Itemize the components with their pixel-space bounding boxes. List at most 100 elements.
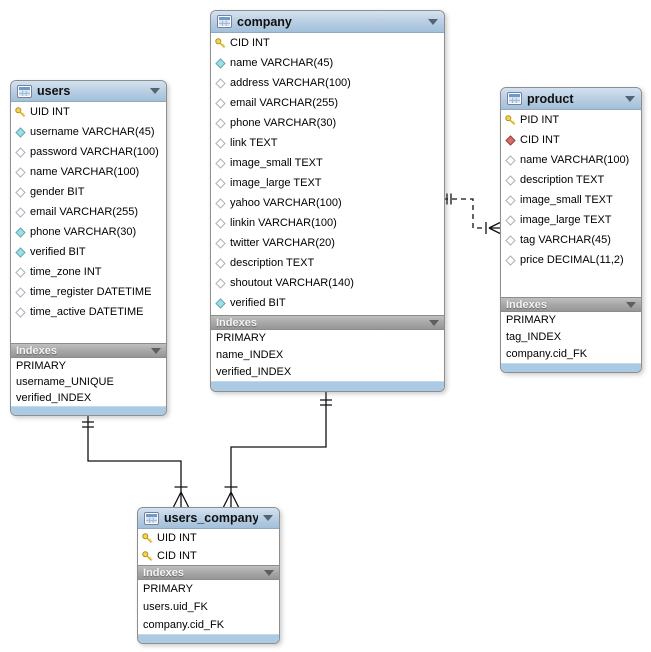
column-label: tag VARCHAR(45) (520, 234, 611, 246)
indexes-collapse-arrow-icon[interactable] (626, 301, 636, 308)
table-product[interactable]: product PID INT CID INT name VARCHAR(100… (500, 87, 642, 373)
column-row[interactable]: email VARCHAR(255) (11, 202, 166, 222)
column-row[interactable]: tag VARCHAR(45) (501, 230, 641, 250)
column-notnull-diamond-icon (215, 57, 226, 69)
column-label: gender BIT (30, 186, 85, 198)
column-row[interactable]: gender BIT (11, 182, 166, 202)
column-row[interactable]: image_large TEXT (501, 210, 641, 230)
column-row[interactable]: CID INT (211, 33, 444, 53)
indexes-label: Indexes (16, 344, 57, 357)
index-row[interactable]: name_INDEX (216, 349, 284, 361)
table-collapse-arrow-icon[interactable] (428, 18, 438, 25)
table-users[interactable]: users UID INT username VARCHAR(45) passw… (10, 80, 167, 416)
table-users_company[interactable]: users_company UID INT CID INT Indexes PR… (137, 507, 280, 644)
column-label: phone VARCHAR(30) (230, 117, 337, 129)
column-row[interactable]: password VARCHAR(100) (11, 142, 166, 162)
column-row[interactable]: description TEXT (501, 170, 641, 190)
column-nullable-diamond-icon (215, 277, 226, 289)
relationship-company-to-users_company[interactable] (222, 392, 333, 508)
column-row[interactable]: verified BIT (211, 293, 444, 313)
column-row[interactable]: image_large TEXT (211, 173, 444, 193)
column-row[interactable]: name VARCHAR(100) (501, 150, 641, 170)
column-nullable-diamond-icon (505, 194, 516, 206)
column-row[interactable]: username VARCHAR(45) (11, 122, 166, 142)
column-nullable-diamond-icon (215, 257, 226, 269)
column-row[interactable]: time_active DATETIME (11, 302, 166, 322)
column-label: image_large TEXT (520, 214, 612, 226)
column-row[interactable]: phone VARCHAR(30) (211, 113, 444, 133)
column-label: UID INT (30, 106, 70, 118)
table-company[interactable]: company CID INT name VARCHAR(45) address… (210, 10, 445, 392)
relationship-company-to-product[interactable] (443, 193, 501, 235)
column-row[interactable]: linkin VARCHAR(100) (211, 213, 444, 233)
column-row[interactable]: time_register DATETIME (11, 282, 166, 302)
indexes-collapse-arrow-icon[interactable] (264, 569, 274, 576)
column-row[interactable]: image_small TEXT (501, 190, 641, 210)
column-label: shoutout VARCHAR(140) (230, 277, 354, 289)
table-title: users_company (164, 511, 258, 525)
column-label: PID INT (520, 114, 560, 126)
column-row[interactable]: verified BIT (11, 242, 166, 262)
column-row[interactable]: PID INT (501, 110, 641, 130)
table-header-company[interactable]: company (211, 11, 444, 33)
column-label: address VARCHAR(100) (230, 77, 351, 89)
column-nullable-diamond-icon (215, 177, 226, 189)
table-header-users[interactable]: users (11, 81, 166, 102)
table-header-product[interactable]: product (501, 88, 641, 110)
index-row[interactable]: PRIMARY (143, 583, 193, 595)
index-row[interactable]: PRIMARY (16, 360, 66, 372)
column-row[interactable]: CID INT (138, 547, 279, 565)
column-label: CID INT (520, 134, 560, 146)
index-row[interactable]: verified_INDEX (16, 392, 92, 404)
column-notnull-diamond-icon (15, 226, 26, 238)
table-header-users_company[interactable]: users_company (138, 508, 279, 529)
table-footer (11, 406, 166, 415)
table-icon (507, 92, 522, 105)
column-row[interactable]: time_zone INT (11, 262, 166, 282)
column-row[interactable]: phone VARCHAR(30) (11, 222, 166, 242)
indexes-label: Indexes (216, 316, 257, 329)
index-row[interactable]: users.uid_FK (143, 601, 208, 613)
table-collapse-arrow-icon[interactable] (263, 515, 273, 521)
column-label: name VARCHAR(45) (230, 57, 334, 69)
column-nullable-diamond-icon (215, 137, 226, 149)
index-row[interactable]: verified_INDEX (216, 366, 292, 378)
indexes-header[interactable]: Indexes (501, 297, 641, 312)
indexes-header[interactable]: Indexes (138, 565, 279, 580)
relationship-users-to-users_company[interactable] (82, 416, 190, 508)
table-collapse-arrow-icon[interactable] (625, 95, 635, 102)
column-label: yahoo VARCHAR(100) (230, 197, 342, 209)
column-row[interactable]: image_small TEXT (211, 153, 444, 173)
column-row[interactable]: description TEXT (211, 253, 444, 273)
column-row[interactable]: UID INT (138, 529, 279, 547)
column-row[interactable]: twitter VARCHAR(20) (211, 233, 444, 253)
indexes-header[interactable]: Indexes (11, 343, 166, 358)
index-row[interactable]: company.cid_FK (506, 348, 588, 360)
column-nullable-diamond-icon (215, 217, 226, 229)
indexes-header[interactable]: Indexes (211, 315, 444, 330)
table-collapse-arrow-icon[interactable] (150, 88, 160, 94)
column-row[interactable]: email VARCHAR(255) (211, 93, 444, 113)
index-row[interactable]: PRIMARY (506, 314, 556, 326)
indexes-collapse-arrow-icon[interactable] (151, 347, 161, 354)
column-row[interactable]: yahoo VARCHAR(100) (211, 193, 444, 213)
column-row[interactable]: link TEXT (211, 133, 444, 153)
primary-key-icon (15, 106, 26, 118)
index-row[interactable]: company.cid_FK (143, 619, 225, 631)
table-footer (138, 634, 279, 643)
column-row[interactable]: name VARCHAR(45) (211, 53, 444, 73)
index-row[interactable]: tag_INDEX (506, 331, 562, 343)
column-row[interactable]: price DECIMAL(11,2) (501, 250, 641, 270)
column-row[interactable]: shoutout VARCHAR(140) (211, 273, 444, 293)
table-footer (501, 363, 641, 372)
column-label: time_active DATETIME (30, 306, 144, 318)
column-row[interactable]: address VARCHAR(100) (211, 73, 444, 93)
indexes-collapse-arrow-icon[interactable] (429, 319, 439, 326)
index-row[interactable]: username_UNIQUE (16, 376, 114, 388)
table-columns: UID INT CID INT (138, 529, 279, 565)
column-row[interactable]: UID INT (11, 102, 166, 122)
column-row[interactable]: name VARCHAR(100) (11, 162, 166, 182)
index-row[interactable]: PRIMARY (216, 332, 266, 344)
column-row[interactable]: CID INT (501, 130, 641, 150)
